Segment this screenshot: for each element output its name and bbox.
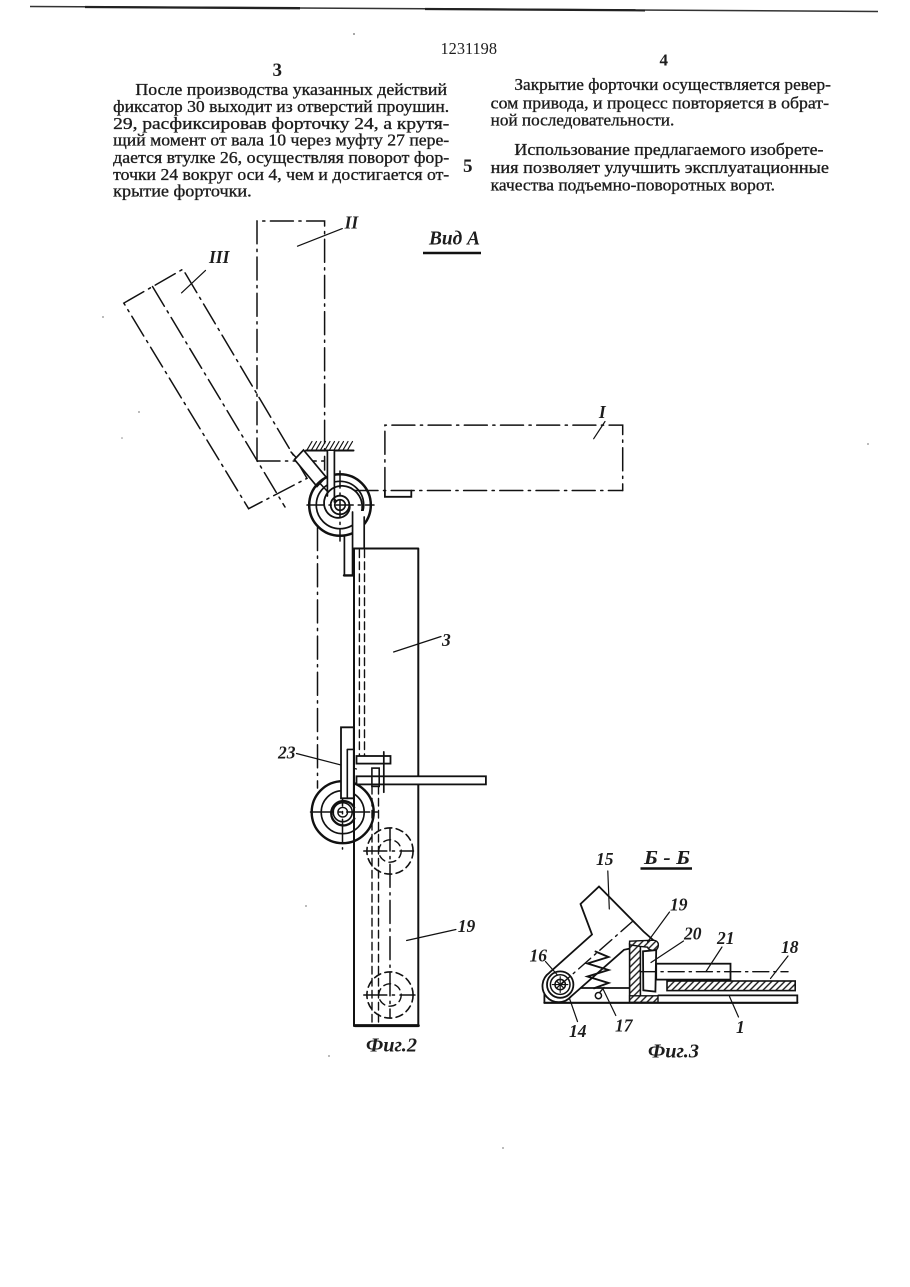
svg-text:фиксатор 30 выходит из отверс: фиксатор 30 выходит из отверстий проушин… xyxy=(113,97,449,116)
svg-text:Фиг.3: Фиг.3 xyxy=(648,1041,699,1063)
svg-text:Фиг.2: Фиг.2 xyxy=(366,1035,417,1057)
svg-text:29, расфиксировав форточку 24,: 29, расфиксировав форточку 24, а крутя- xyxy=(113,114,449,133)
svg-text:5: 5 xyxy=(463,156,473,177)
svg-text:21: 21 xyxy=(716,928,735,948)
svg-text:23: 23 xyxy=(277,743,296,763)
svg-text:20: 20 xyxy=(683,924,702,944)
svg-text:1231198: 1231198 xyxy=(441,39,498,58)
svg-text:19: 19 xyxy=(458,916,476,936)
svg-text:18: 18 xyxy=(781,937,799,957)
svg-text:II: II xyxy=(344,213,360,233)
svg-text:1: 1 xyxy=(736,1017,745,1037)
svg-text:ния позволяет улучшить эксплуа: ния позволяет улучшить эксплуатационные xyxy=(491,158,829,177)
svg-text:После производства указанных д: После производства указанных действий xyxy=(135,80,447,99)
svg-text:15: 15 xyxy=(596,849,614,869)
svg-text:Вид А: Вид А xyxy=(428,228,480,250)
svg-text:качества подъемно-поворотных в: качества подъемно-поворотных ворот. xyxy=(491,175,775,194)
svg-text:дается втулке 26, осуществляя: дается втулке 26, осуществляя поворот фо… xyxy=(113,148,449,167)
svg-text:ной последовательности.: ной последовательности. xyxy=(491,111,675,130)
svg-text:4: 4 xyxy=(660,51,669,70)
svg-text:сом привода, и процесс повторя: сом привода, и процесс повторяется в обр… xyxy=(491,94,830,113)
svg-text:I: I xyxy=(598,402,607,422)
svg-text:19: 19 xyxy=(670,895,688,915)
svg-text:Использование предлагаемого из: Использование предлагаемого изобрете- xyxy=(514,140,823,159)
svg-text:Б - Б: Б - Б xyxy=(643,847,690,869)
svg-text:17: 17 xyxy=(615,1016,634,1036)
svg-text:Закрытие форточки осуществляет: Закрытие форточки осуществляется ревер- xyxy=(514,75,831,94)
svg-text:точки 24 вокруг оси 4, чем и д: точки 24 вокруг оси 4, чем и достигается… xyxy=(113,165,449,184)
svg-text:щий момент от вала 10 через му: щий момент от вала 10 через муфту 27 пер… xyxy=(113,131,449,150)
svg-text:3: 3 xyxy=(273,60,283,81)
svg-text:14: 14 xyxy=(569,1021,587,1041)
svg-text:16: 16 xyxy=(530,946,548,966)
svg-text:3: 3 xyxy=(441,630,451,650)
svg-text:III: III xyxy=(208,247,231,267)
svg-text:крытие форточки.: крытие форточки. xyxy=(113,182,252,201)
